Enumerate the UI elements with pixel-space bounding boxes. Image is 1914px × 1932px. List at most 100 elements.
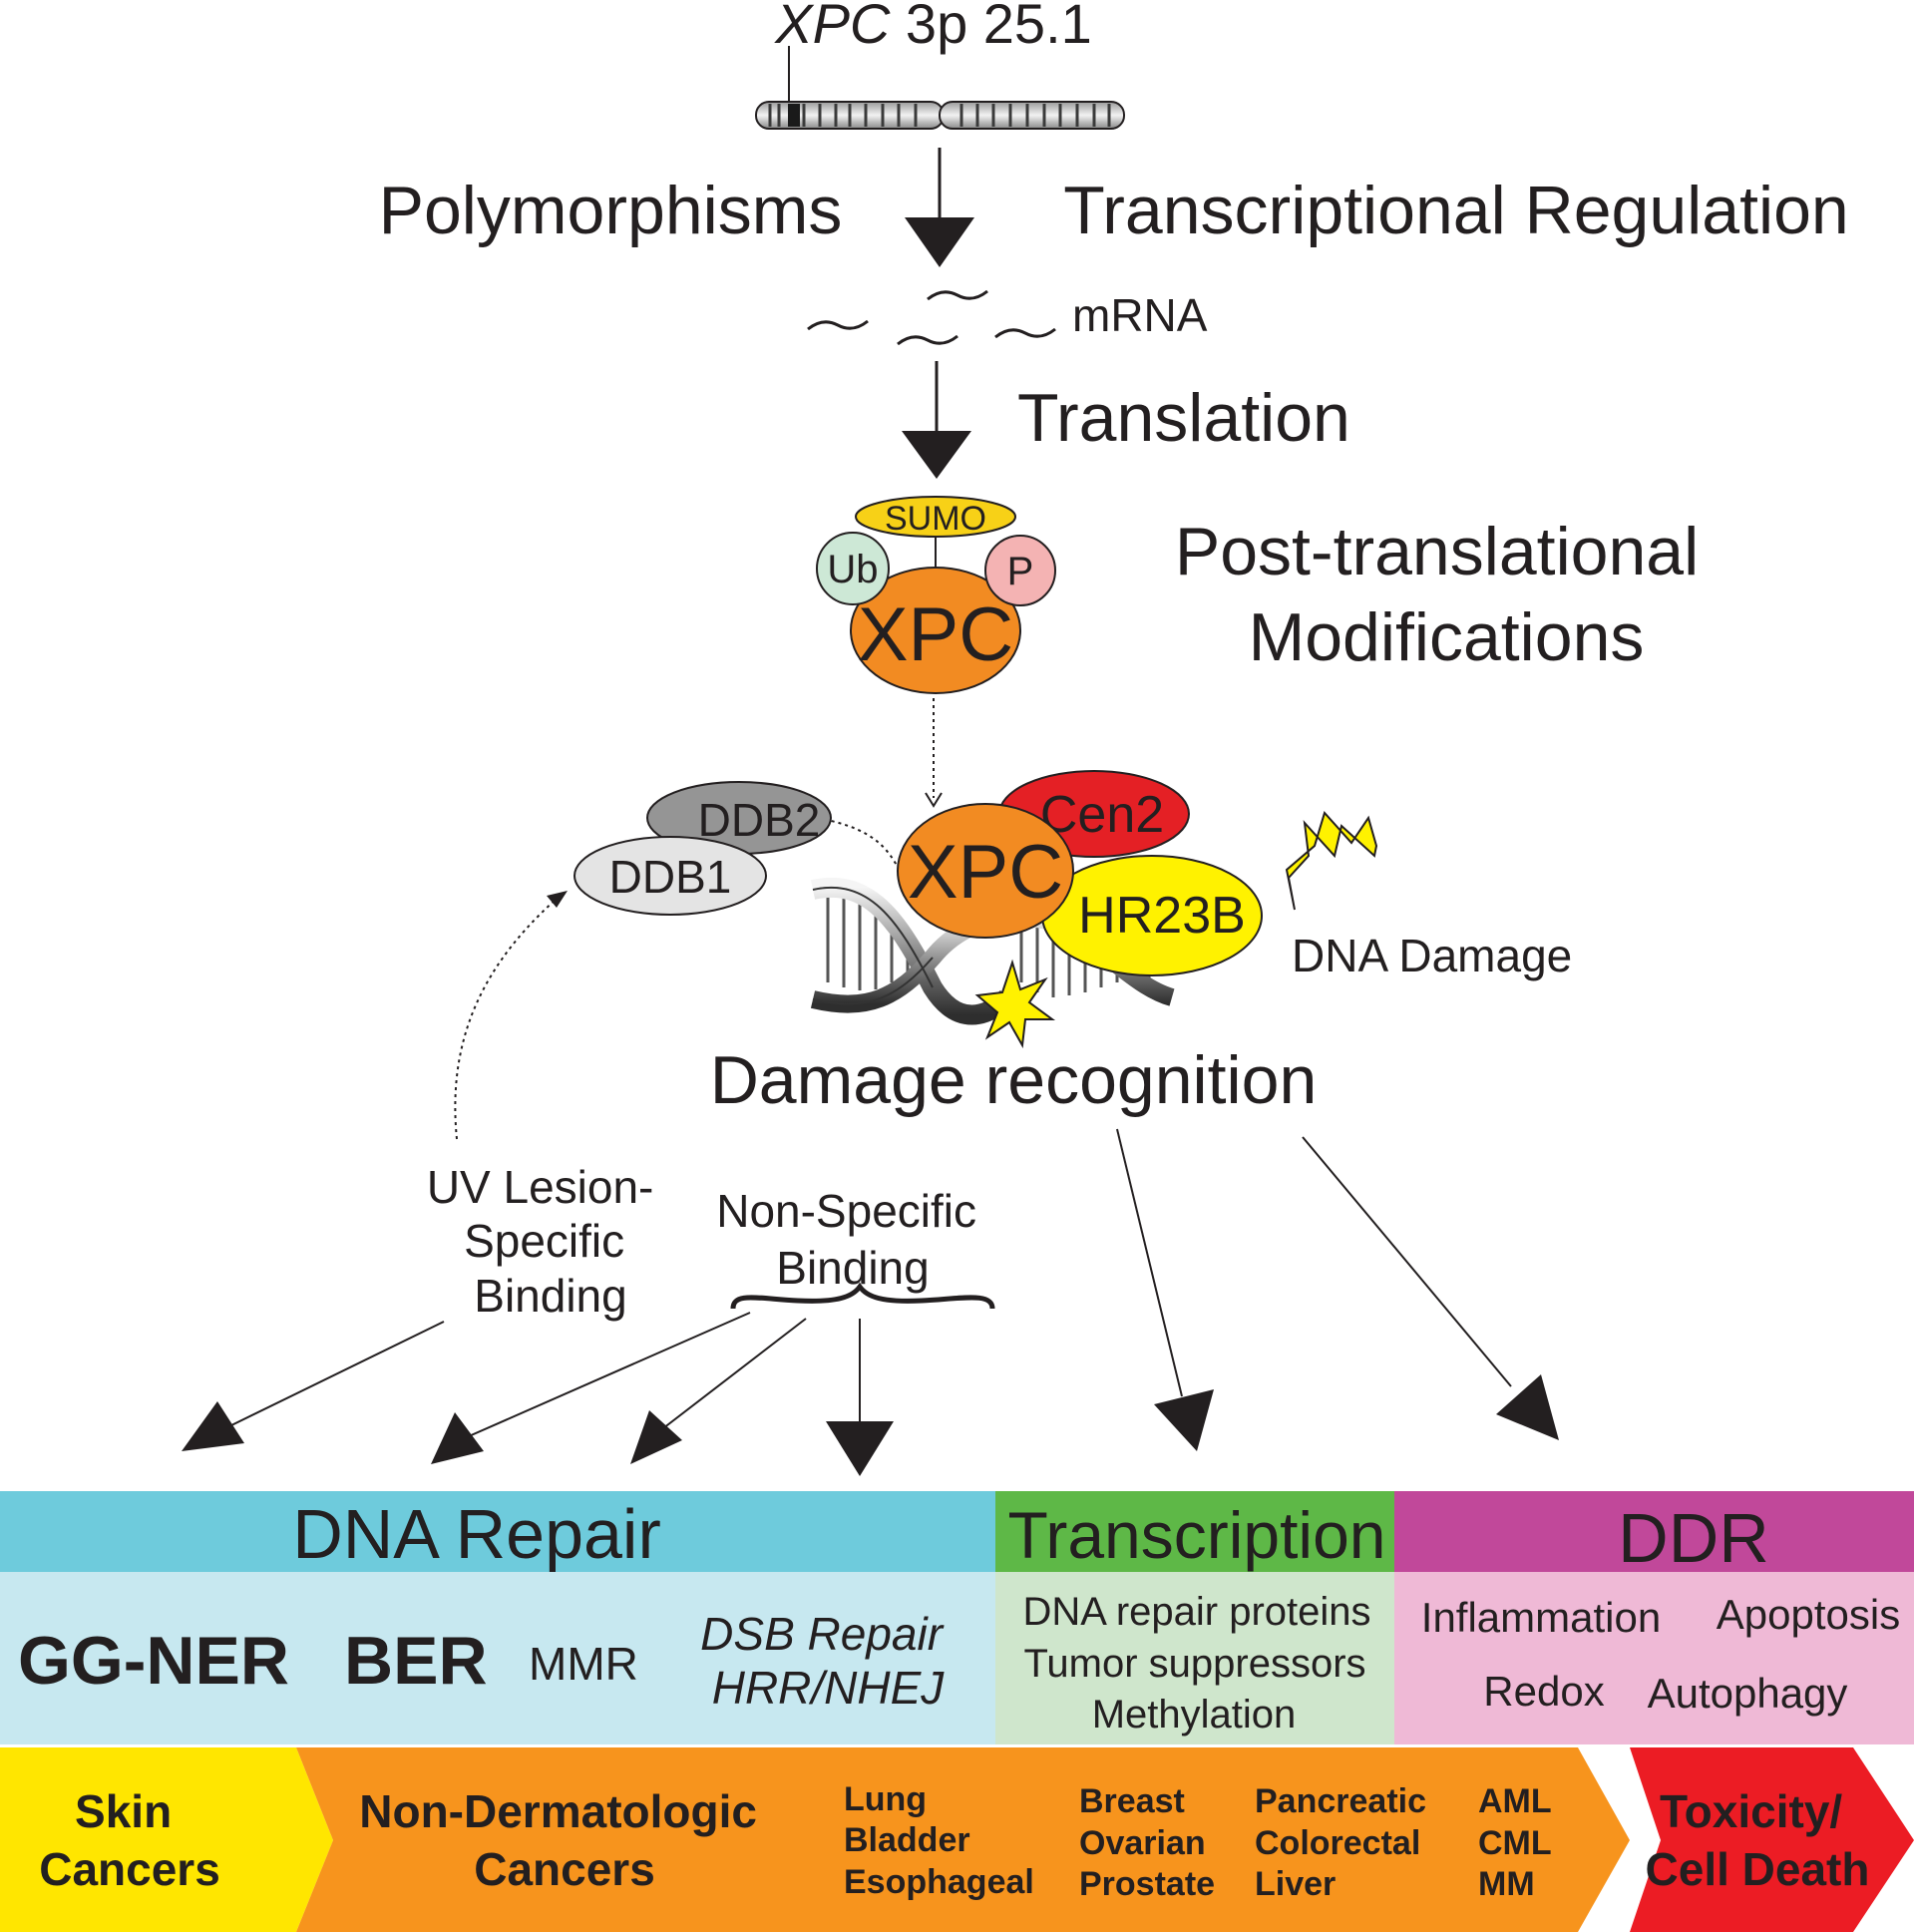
- hr23b-label: HR23B: [1078, 887, 1246, 945]
- transcription-header: Transcription: [1007, 1498, 1385, 1572]
- uv-binding-label: UV Lesion- Specific Binding: [427, 1161, 666, 1322]
- toxicity-line-2: Cell Death: [1646, 1843, 1870, 1895]
- dna-repair-header-bg: [0, 1491, 995, 1572]
- dotted-arrow-to-complex-head: [925, 792, 943, 808]
- transcription-item: Methylation: [1092, 1693, 1297, 1737]
- cen2-label: Cen2: [1040, 786, 1164, 844]
- arrow-mrna-to-protein-head: [902, 431, 971, 479]
- modified-xpc-protein: SUMO Ub P XPC: [816, 496, 1056, 694]
- uv-binding-line-3: Binding: [474, 1270, 626, 1322]
- dotted-arrow-uv-to-ddb: [454, 899, 557, 1140]
- ddr-section: DDR Inflammation Apoptosis Redox Autopha…: [1394, 1491, 1914, 1744]
- complex-xpc-oval: [897, 803, 1074, 939]
- arrows-to-categories: [182, 1128, 1559, 1476]
- dna-damage-label: DNA Damage: [1292, 930, 1572, 981]
- toxicity-arrow: [1630, 1747, 1914, 1932]
- apoptosis-label: Apoptosis: [1717, 1591, 1900, 1638]
- autophagy-label: Autophagy: [1648, 1670, 1848, 1717]
- uv-binding-line-1: UV Lesion-: [427, 1161, 654, 1213]
- mrna-label: mRNA: [1072, 289, 1208, 341]
- transcription-item: DNA repair proteins: [1022, 1590, 1370, 1634]
- toxicity-label: Toxicity/ Cell Death: [1646, 1785, 1870, 1895]
- ptm-line-1: Post-translational: [1175, 514, 1699, 589]
- cancer-type: MM: [1478, 1865, 1535, 1903]
- translation-label: Translation: [1017, 380, 1350, 456]
- non-dermatologic-label: Non-Dermatologic Cancers: [359, 1785, 769, 1895]
- non-specific-binding-label: Non-Specific Binding: [716, 1185, 989, 1294]
- ddb-connector-dotted: [817, 817, 904, 879]
- toxicity-line-1: Toxicity/: [1660, 1785, 1842, 1837]
- damage-recognition-label: Damage recognition: [710, 1042, 1318, 1118]
- transcription-section: Transcription DNA repair proteins Tumor …: [995, 1491, 1394, 1744]
- cancer-type: Esophageal: [844, 1863, 1034, 1901]
- ddb1-label: DDB1: [609, 851, 732, 903]
- cancer-type: Prostate: [1079, 1865, 1215, 1903]
- arrow-gene-to-mrna-head: [905, 217, 974, 267]
- lesion-star-icon: [974, 959, 1056, 1049]
- transcription-body-bg: [995, 1572, 1394, 1744]
- transcriptional-regulation-label: Transcriptional Regulation: [1063, 173, 1848, 248]
- dsb-repair-label: DSB Repair HRR/NHEJ: [700, 1608, 956, 1714]
- skin-line-1: Skin: [75, 1785, 172, 1837]
- svg-text:XPC 3p 25.1: XPC 3p 25.1: [773, 0, 1092, 55]
- skin-cancers-arrow: [0, 1747, 333, 1932]
- chromosome-icon: [755, 101, 1125, 130]
- ddb1-oval: [574, 836, 767, 916]
- nondermo-line-2: Cancers: [474, 1843, 655, 1895]
- gg-ner-label: GG-NER: [18, 1623, 289, 1699]
- xpc-oval: [850, 567, 1021, 694]
- cancer-type: CML: [1478, 1824, 1552, 1862]
- cancer-list-3: Pancreatic Colorectal Liver: [1255, 1782, 1426, 1903]
- gene-locus-label: XPC 3p 25.1: [773, 0, 1092, 55]
- p-circle: [984, 535, 1056, 606]
- inflammation-label: Inflammation: [1421, 1594, 1661, 1641]
- sumo-oval: [855, 496, 1016, 538]
- sumo-label: SUMO: [885, 500, 986, 538]
- cancer-type: Ovarian: [1079, 1824, 1206, 1862]
- lightning-bolt-icon: [1285, 811, 1378, 911]
- dotted-arrow-uv-to-ddb-head: [547, 891, 568, 908]
- cancer-type: Bladder: [844, 1821, 970, 1859]
- ub-circle: [816, 532, 890, 605]
- uv-binding-line-2: Specific: [464, 1215, 624, 1267]
- mrna-icon: [807, 289, 1056, 346]
- ddb2-label: DDB2: [698, 794, 821, 846]
- non-specific-brace: [730, 1282, 995, 1310]
- dsb-line-1: DSB Repair: [700, 1608, 945, 1660]
- ptm-line-2: Modifications: [1249, 599, 1645, 675]
- cancer-type: Lung: [844, 1780, 927, 1818]
- ddr-header: DDR: [1618, 1499, 1769, 1577]
- redox-label: Redox: [1483, 1668, 1604, 1715]
- polymorphisms-label: Polymorphisms: [379, 173, 843, 248]
- ddr-body-bg: [1394, 1572, 1914, 1744]
- dna-repair-header: DNA Repair: [292, 1495, 661, 1573]
- dna-repair-section: DNA Repair GG-NER BER MMR DSB Repair HRR…: [0, 1491, 995, 1744]
- skin-cancers-label: Skin Cancers: [39, 1785, 220, 1895]
- ub-label: Ub: [827, 548, 878, 591]
- transcription-item: Tumor suppressors: [1023, 1642, 1365, 1686]
- mmr-label: MMR: [529, 1638, 638, 1690]
- ptm-label: Post-translational Modifications: [1175, 514, 1718, 675]
- dna-repair-body-bg: [0, 1572, 995, 1744]
- cancer-list-2: Breast Ovarian Prostate: [1079, 1782, 1215, 1903]
- ber-label: BER: [344, 1623, 488, 1699]
- xpc-label: XPC: [858, 592, 1013, 677]
- outcomes-row: Skin Cancers Non-Dermatologic Cancers Lu…: [0, 1747, 1914, 1932]
- gene-name: XPC: [773, 0, 891, 55]
- nondermo-line-1: Non-Dermatologic: [359, 1785, 757, 1837]
- dsb-line-2: HRR/NHEJ: [712, 1662, 946, 1714]
- ns-binding-line-1: Non-Specific: [716, 1185, 976, 1237]
- cancer-list-4: AML CML MM: [1478, 1782, 1552, 1903]
- gene-locus: 3p 25.1: [890, 0, 1091, 55]
- non-dermatologic-arrow: [296, 1747, 1630, 1932]
- cancer-type: Breast: [1079, 1782, 1185, 1820]
- complex-xpc-label: XPC: [908, 830, 1063, 915]
- cancer-type: AML: [1478, 1782, 1552, 1820]
- cancer-type: Liver: [1255, 1865, 1336, 1903]
- transcription-header-bg: [995, 1491, 1394, 1572]
- ddr-header-bg: [1394, 1491, 1914, 1572]
- p-label: P: [1007, 550, 1034, 593]
- cancer-type: Pancreatic: [1255, 1782, 1426, 1820]
- skin-line-2: Cancers: [39, 1843, 220, 1895]
